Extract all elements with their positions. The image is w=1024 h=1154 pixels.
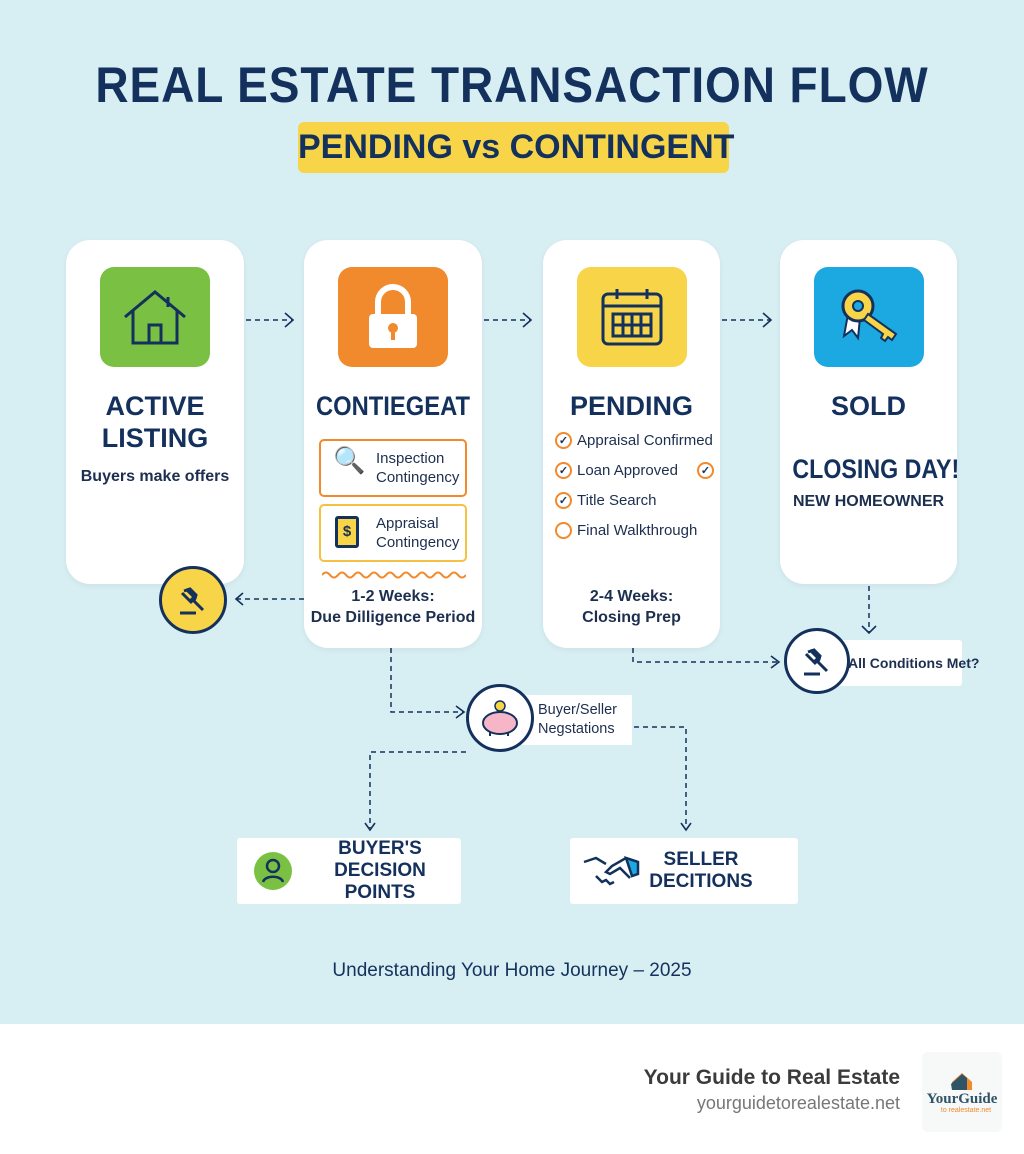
- inspection-contingency-box: 🔍 Inspection Contingency: [319, 439, 467, 497]
- house-icon: [100, 267, 210, 367]
- stage-title: ACTIVE LISTING: [101, 391, 209, 453]
- padlock-icon: [338, 267, 448, 367]
- seller-decisions-label: SELLER DECITIONS: [649, 849, 753, 892]
- contingency-label: Appraisal Contingency: [376, 515, 460, 551]
- person-icon: [254, 852, 292, 890]
- magnifier-icon: 🔍: [333, 445, 366, 475]
- stage-text: Buyers make offers: [80, 468, 230, 485]
- footer-brand: Your Guide to Real Estate: [643, 1066, 900, 1089]
- stage-card-pending: PENDING ✓ Appraisal Confirmed ✓ Loan Appro…: [543, 240, 720, 648]
- checklist-label: Final Walkthrough: [577, 522, 698, 539]
- arrow-negotiations-to-buyer: [369, 751, 466, 828]
- duration: 2-4 Weeks:: [589, 588, 674, 605]
- calendar-icon: [577, 267, 687, 367]
- closing-headline: CLOSING DAY!: [792, 454, 960, 484]
- connector-arrows: [234, 312, 877, 832]
- checklist-label: Appraisal Confirmed: [577, 432, 713, 449]
- stage-card-active-listing: ACTIVE LISTING Buyers make offers: [66, 240, 244, 584]
- period: Due Dilligence Period: [310, 609, 476, 626]
- check-icon: ✓: [555, 492, 572, 509]
- clipboard-dollar-icon: $: [335, 516, 359, 548]
- page-title: REAL ESTATE TRANSACTION FLOW: [95, 57, 929, 113]
- arrowheads: [234, 312, 877, 832]
- caption: Understanding Your Home Journey – 2025: [332, 960, 692, 981]
- stage-title: SOLD: [830, 391, 906, 421]
- svg-text:to realestate.net: to realestate.net: [941, 1107, 991, 1114]
- arrow-negotiations-to-seller: [634, 726, 687, 828]
- gavel-icon: [159, 566, 227, 634]
- piggy-bank-icon: [466, 684, 534, 752]
- check-icon: ✓: [555, 432, 572, 449]
- checklist-item: ✓ Title Search: [555, 492, 656, 509]
- key-icon: [814, 267, 924, 367]
- duration: 1-2 Weeks:: [351, 588, 435, 605]
- checklist-label: Title Search: [577, 492, 657, 509]
- checklist-label: Loan Approved: [577, 462, 678, 479]
- wavy-divider: [322, 571, 466, 579]
- stage-card-contingent: CONTIEGEAT 🔍 Inspection Contingency $ Ap…: [304, 240, 482, 648]
- stage-text: NEW HOMEOWNER: [792, 493, 945, 510]
- buyer-decision-points-box: BUYER'S DECISION POINTS: [237, 838, 461, 904]
- svg-text:YourGuide: YourGuide: [927, 1091, 998, 1107]
- period: Closing Prep: [582, 609, 681, 626]
- stage-card-sold: SOLD CLOSING DAY! NEW HOMEOWNER: [780, 240, 960, 584]
- appraisal-contingency-box: $ Appraisal Contingency: [319, 504, 467, 562]
- footer-url: yourguidetorealestate.net: [696, 1093, 900, 1113]
- seller-decisions-box: SELLER DECITIONS: [570, 838, 798, 904]
- gavel-icon: [784, 628, 850, 694]
- stage-title: CONTIEGEAT: [316, 391, 470, 421]
- check-icon: ✓: [555, 462, 572, 479]
- stage-title: PENDING: [569, 391, 694, 421]
- empty-circle-icon: [555, 522, 572, 539]
- buyer-decision-label: BUYER'S DECISION POINTS: [334, 838, 426, 903]
- checklist-item: ✓ Loan Approved ✓: [555, 462, 714, 479]
- check-icon: ✓: [696, 462, 714, 479]
- conditions-label: All Conditions Met?: [830, 640, 979, 686]
- checklist-item: ✓ Appraisal Confirmed: [555, 432, 713, 449]
- arrow-contingent-to-negotiations: [390, 648, 463, 713]
- checklist-item: Final Walkthrough: [555, 522, 697, 539]
- subtitle-banner: PENDING vs CONTINGENT: [298, 122, 734, 173]
- arrow-pending-to-conditions: [632, 648, 778, 663]
- contingency-label: Inspection Contingency: [376, 450, 460, 486]
- handshake-icon: [582, 854, 640, 896]
